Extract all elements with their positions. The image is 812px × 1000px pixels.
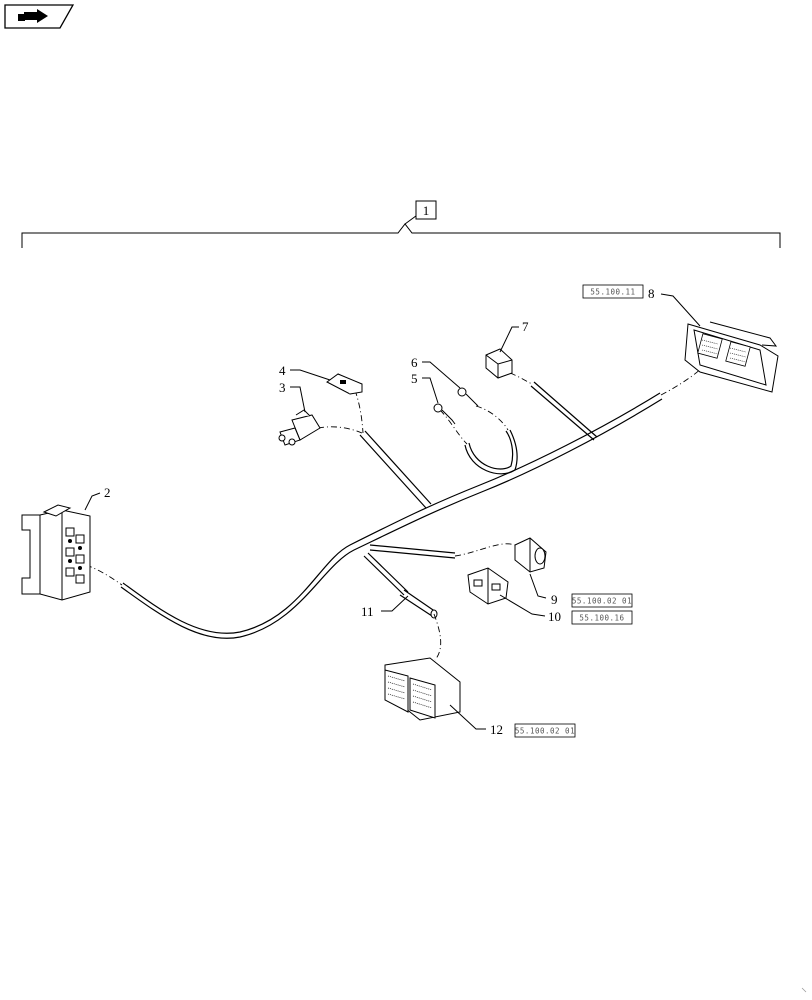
reference-box-10[interactable]: 55.100.16 — [571, 610, 633, 625]
ring-terminal-part-6 — [457, 387, 479, 407]
reference-9: 55.100.02 01 — [572, 597, 632, 606]
callout-2: 2 — [104, 485, 111, 500]
callout-4: 4 — [279, 363, 286, 378]
assembly-label: 1 — [423, 203, 430, 218]
callout-10: 10 — [548, 609, 561, 624]
connector-part-10 — [467, 567, 509, 605]
reference-box-9[interactable]: 55.100.02 01 — [571, 593, 633, 608]
connector-part-8 — [684, 321, 779, 393]
callout-3: 3 — [279, 380, 286, 395]
callout-8: 8 — [648, 286, 655, 301]
callout-7: 7 — [522, 319, 529, 334]
connector-part-12 — [384, 657, 461, 721]
callout-12: 12 — [490, 722, 503, 737]
next-page-button[interactable] — [4, 4, 75, 29]
callout-labels: 2 3 4 5 6 7 8 9 10 11 12 — [104, 286, 655, 737]
callout-6: 6 — [411, 355, 418, 370]
corner-mark — [801, 987, 807, 993]
reference-box-8[interactable]: 55.100.11 — [582, 284, 644, 299]
callout-5: 5 — [411, 371, 418, 386]
connector-part-9 — [514, 537, 547, 573]
connector-part-3 — [278, 409, 321, 446]
callout-9: 9 — [551, 592, 558, 607]
next-page-arrow-icon — [4, 4, 75, 29]
leader-lines — [84, 293, 701, 730]
reference-10: 55.100.16 — [579, 614, 624, 623]
ring-terminal-part-5 — [433, 403, 456, 425]
relay-block-part-2 — [21, 504, 91, 601]
assembly-bracket: 1 — [21, 200, 781, 248]
reference-12: 55.100.02 01 — [515, 727, 575, 736]
reference-box-12[interactable]: 55.100.02 01 — [514, 723, 576, 738]
callout-11: 11 — [361, 604, 374, 619]
connector-part-7 — [485, 348, 513, 379]
connection-dashes — [85, 364, 706, 661]
reference-8: 55.100.11 — [590, 288, 635, 297]
connector-part-4 — [326, 373, 363, 395]
